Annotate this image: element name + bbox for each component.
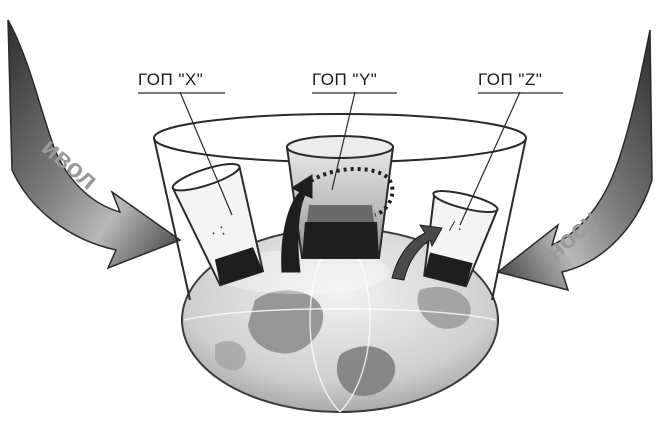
label-gop-y: ГОП "Y" — [312, 70, 377, 90]
cup-y-liquid — [302, 222, 379, 258]
cup-x: · : — [170, 159, 272, 290]
label-gop-x: ГОП "X" — [138, 70, 203, 90]
label-gop-z: ГОП "Z" — [478, 70, 542, 90]
left-inflow-arrow: ивол — [8, 20, 180, 268]
